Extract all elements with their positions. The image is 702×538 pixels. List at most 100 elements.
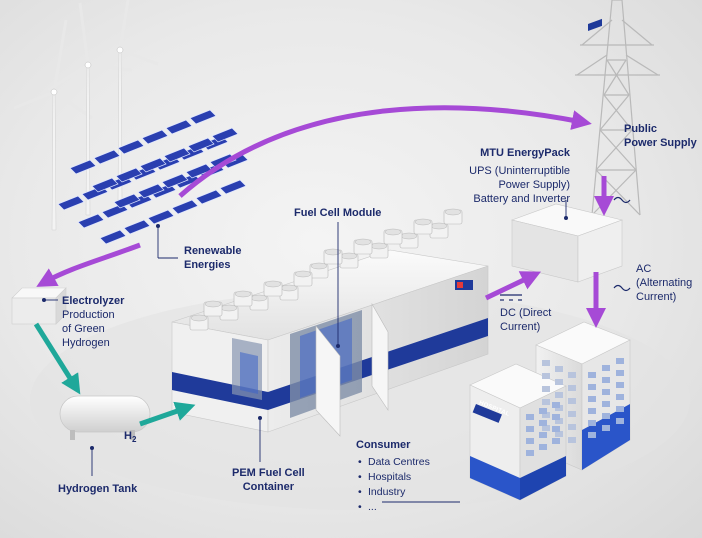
window bbox=[602, 401, 610, 407]
window bbox=[555, 392, 563, 398]
mtu-energypack-unit bbox=[510, 18, 624, 283]
fuel-cell-fan-unit bbox=[309, 262, 329, 279]
window bbox=[552, 402, 560, 408]
label-mtu-energypack: MTU EnergyPack bbox=[480, 147, 570, 159]
dc-symbol-icon bbox=[500, 294, 522, 301]
window bbox=[616, 382, 624, 388]
window bbox=[542, 425, 550, 431]
h2-marking: H2 bbox=[124, 430, 137, 445]
wind-turbine-2 bbox=[47, 2, 133, 216]
solar-panel bbox=[219, 179, 247, 195]
window bbox=[539, 444, 547, 450]
solar-panel bbox=[195, 189, 223, 205]
solar-panel-field bbox=[57, 109, 249, 245]
window bbox=[616, 358, 624, 364]
window bbox=[542, 373, 550, 379]
fuel-cell-module-units bbox=[189, 208, 463, 331]
fuel-cell-fan-unit bbox=[203, 300, 223, 317]
window bbox=[542, 360, 550, 366]
arrow-container-to-energypack bbox=[484, 271, 542, 301]
solar-panel bbox=[189, 109, 217, 125]
window bbox=[526, 450, 534, 456]
window bbox=[539, 408, 547, 414]
solar-panel bbox=[211, 127, 239, 143]
window bbox=[602, 425, 610, 431]
window bbox=[555, 379, 563, 385]
window bbox=[602, 389, 610, 395]
fuel-cell-fan-unit bbox=[413, 218, 433, 235]
window bbox=[555, 418, 563, 424]
fuel-cell-fan-unit bbox=[399, 232, 419, 249]
window bbox=[568, 385, 576, 391]
window bbox=[602, 365, 610, 371]
solar-panel bbox=[69, 159, 97, 175]
wind-turbines bbox=[13, 0, 159, 231]
window bbox=[526, 438, 534, 444]
arrow-electrolyzer-to-tank bbox=[33, 322, 81, 395]
label-hydrogen-tank: Hydrogen Tank bbox=[58, 483, 138, 495]
window bbox=[588, 396, 596, 402]
window bbox=[552, 438, 560, 444]
solar-panel bbox=[171, 199, 199, 215]
window bbox=[602, 377, 610, 383]
window bbox=[588, 372, 596, 378]
fuel-cell-fan-unit bbox=[233, 290, 253, 307]
window bbox=[542, 386, 550, 392]
window bbox=[526, 426, 534, 432]
solar-panel bbox=[57, 195, 85, 211]
arrow-renewables-to-electrolyzer bbox=[36, 242, 141, 287]
fuel-cell-fan-unit bbox=[429, 222, 449, 239]
solar-panel bbox=[77, 213, 105, 229]
solar-panel bbox=[141, 129, 169, 145]
solar-panel bbox=[137, 183, 165, 199]
arrow-tank-to-container bbox=[139, 401, 196, 427]
label-ac: AC (Alternating Current) bbox=[636, 263, 693, 303]
window bbox=[555, 366, 563, 372]
window bbox=[588, 384, 596, 390]
solar-panel bbox=[163, 147, 191, 163]
window bbox=[526, 414, 534, 420]
solar-panel bbox=[91, 177, 119, 193]
label-consumer: Consumer Data Centres Hospitals Industry… bbox=[356, 438, 430, 515]
flow-arrows bbox=[33, 105, 614, 427]
solar-panel bbox=[147, 209, 175, 225]
window bbox=[539, 432, 547, 438]
hydrogen-tank bbox=[59, 395, 151, 440]
list-item: Hospitals bbox=[358, 470, 430, 485]
label-renewable-energies: Renewable Energies bbox=[184, 245, 242, 271]
consumer-list: Data Centres Hospitals Industry ... bbox=[356, 455, 430, 515]
fuel-cell-fan-unit bbox=[219, 304, 239, 321]
wind-turbine-3 bbox=[97, 0, 159, 201]
label-dc: DC (Direct Current) bbox=[500, 307, 552, 333]
fuel-cell-fan-unit bbox=[293, 270, 313, 287]
solar-panel bbox=[139, 157, 167, 173]
fuel-cell-fan-unit bbox=[189, 314, 209, 331]
window bbox=[602, 413, 610, 419]
pem-fuel-cell-container bbox=[171, 249, 489, 437]
window bbox=[552, 426, 560, 432]
fuel-cell-fan-unit bbox=[353, 238, 373, 255]
solar-panel bbox=[187, 137, 215, 153]
label-electrolyzer: Electrolyzer Production of Green Hydroge… bbox=[62, 295, 125, 349]
fuel-cell-fan-unit bbox=[249, 294, 269, 311]
window bbox=[616, 394, 624, 400]
list-item: ... bbox=[358, 500, 430, 515]
fuel-cell-fan-unit bbox=[263, 280, 283, 297]
window bbox=[542, 412, 550, 418]
window bbox=[542, 399, 550, 405]
wind-turbine-1 bbox=[13, 19, 93, 231]
window bbox=[616, 370, 624, 376]
fuel-cell-fan-unit bbox=[339, 252, 359, 269]
transmission-tower bbox=[575, 0, 660, 216]
list-item: Data Centres bbox=[358, 455, 430, 470]
fuel-cell-fan-unit bbox=[369, 242, 389, 259]
solar-panel bbox=[115, 167, 143, 183]
list-item: Industry bbox=[358, 485, 430, 500]
window bbox=[568, 398, 576, 404]
window bbox=[568, 424, 576, 430]
fuel-cell-fan-unit bbox=[279, 284, 299, 301]
fuel-cell-fan-unit bbox=[443, 208, 463, 225]
window bbox=[568, 437, 576, 443]
